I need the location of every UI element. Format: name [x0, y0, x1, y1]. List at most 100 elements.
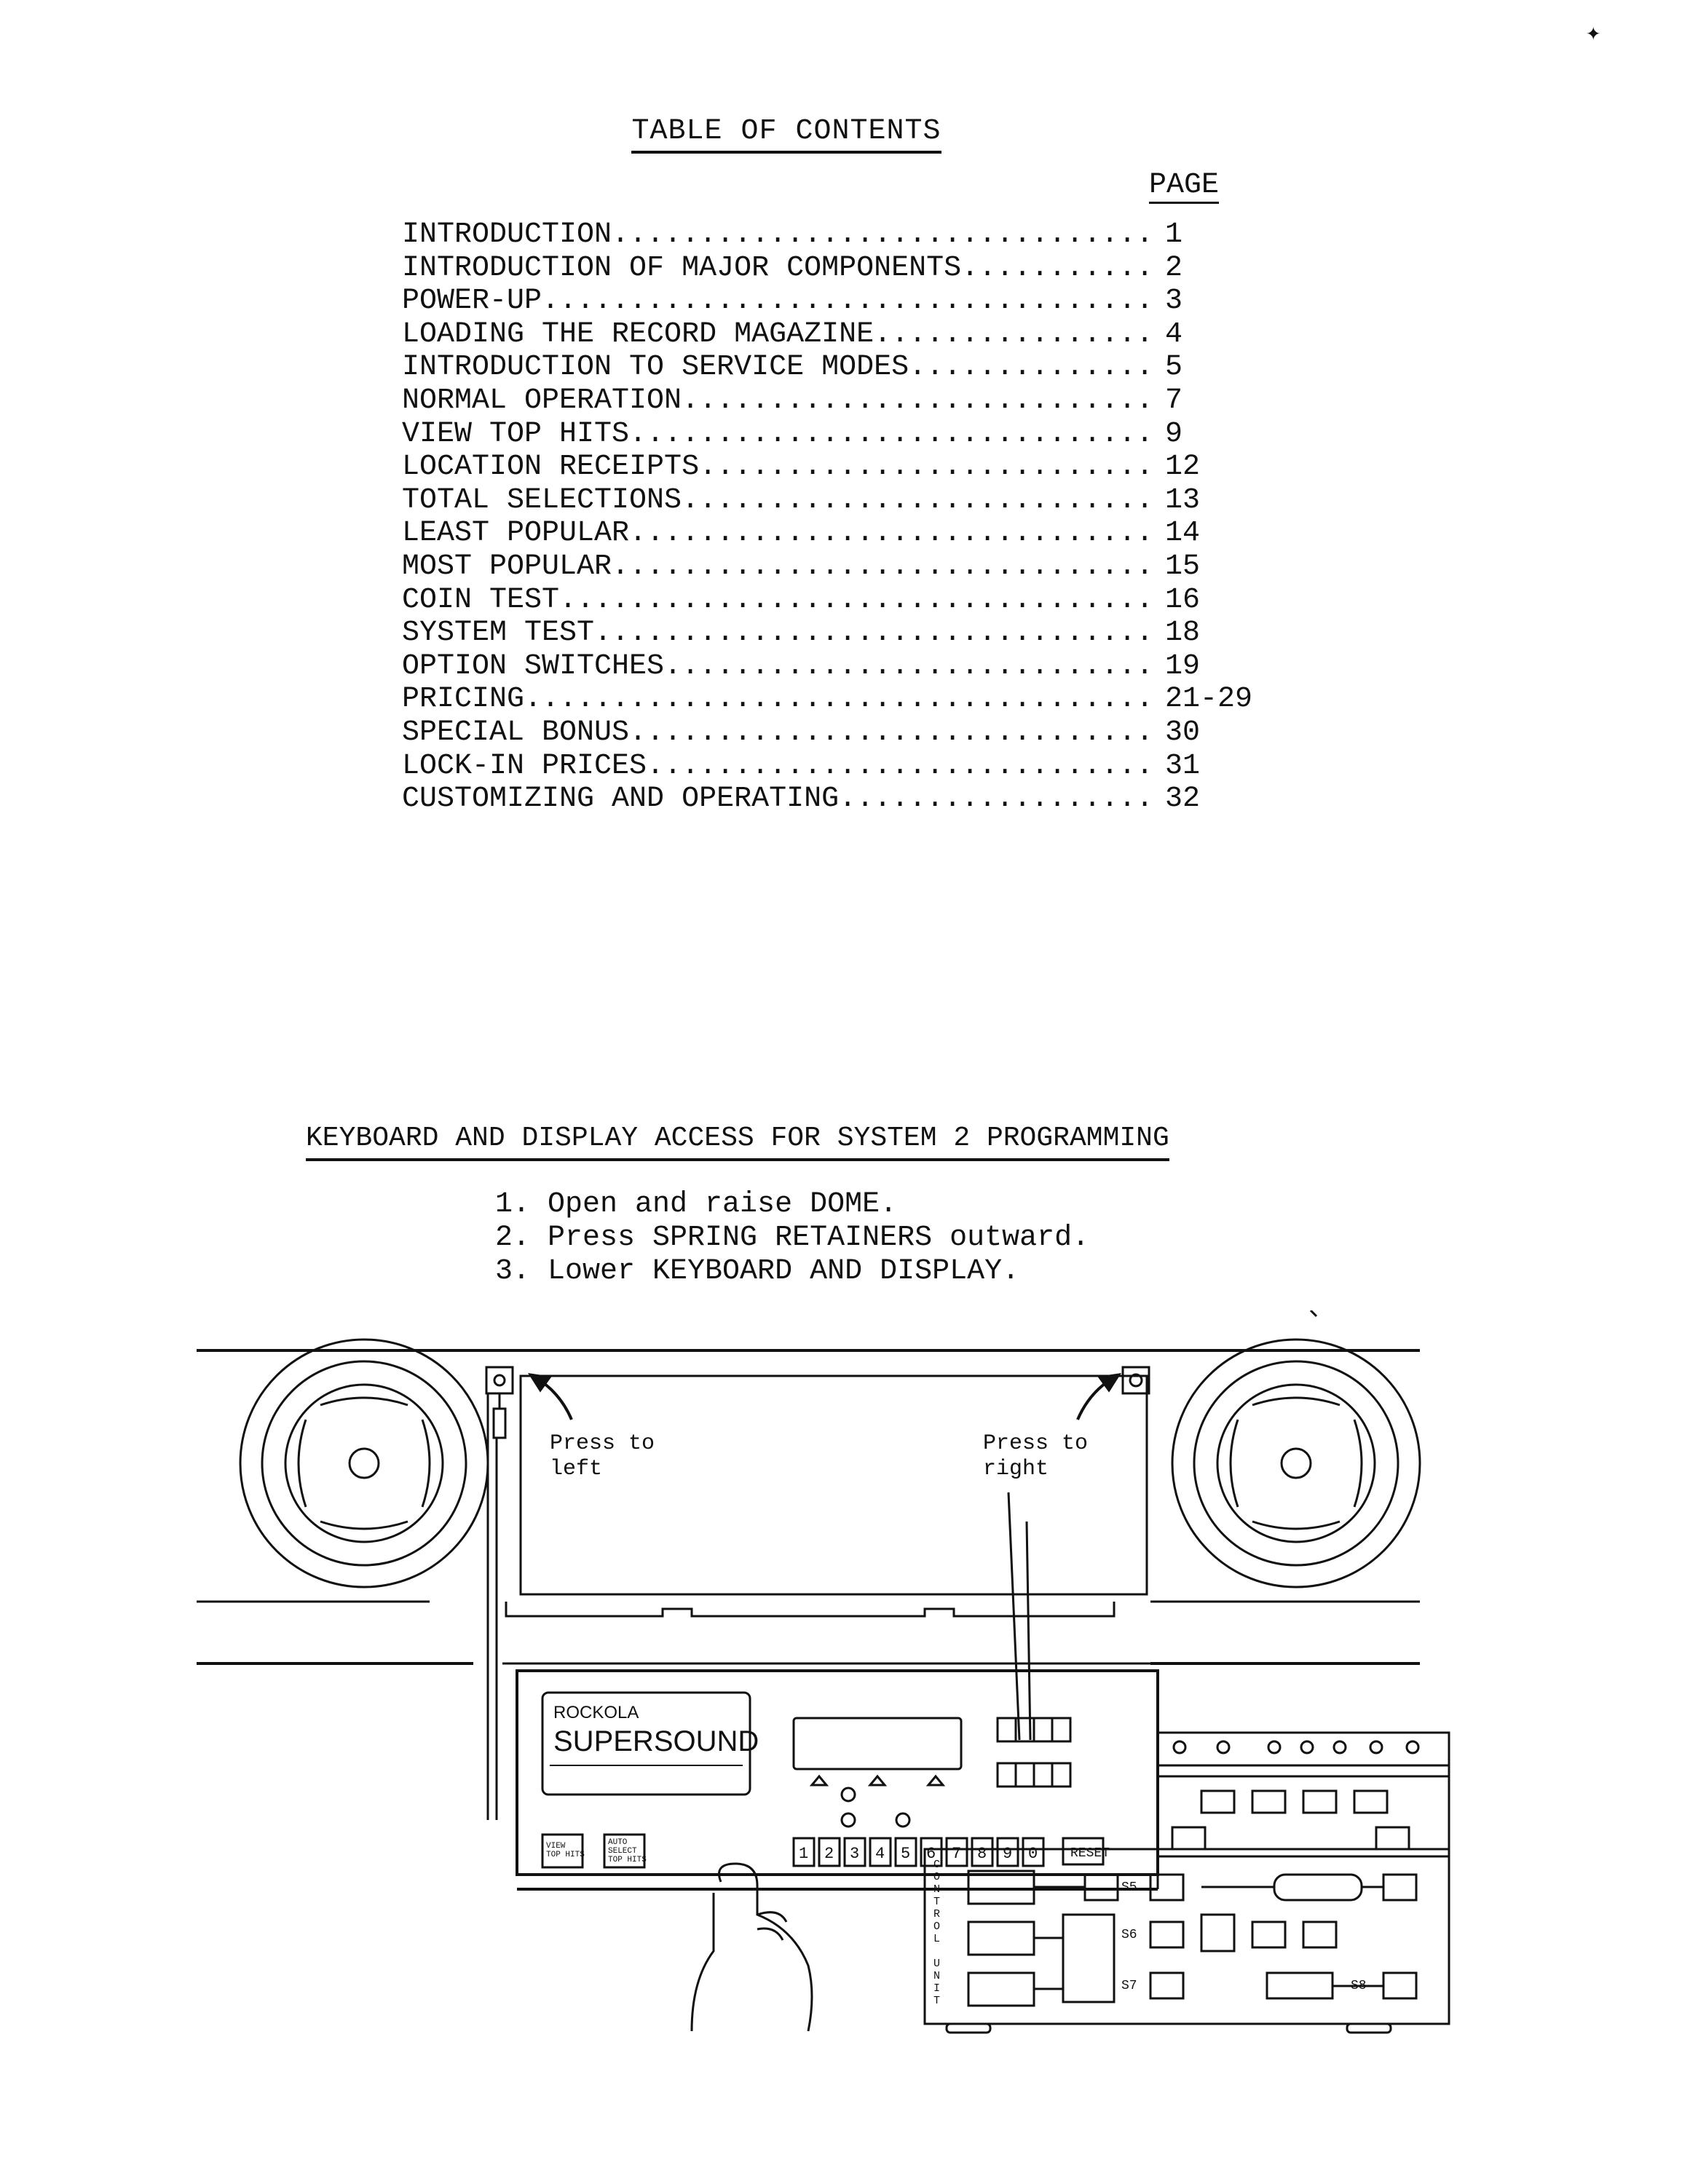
toc-page-number: 18: [1165, 617, 1201, 650]
control-unit-letter: N: [933, 1883, 940, 1896]
control-unit-letter: N: [933, 1970, 940, 1982]
digit-key: [971, 1837, 994, 1867]
svg-text:S7: S7: [1121, 1979, 1137, 1993]
toc-leader-dots: INTRODUCTION............................…: [402, 218, 1152, 251]
toc-page-number: 19: [1165, 649, 1201, 683]
toc-leader-dots: PRICING.................................…: [402, 683, 1152, 716]
digit-key-label: 8: [977, 1845, 987, 1863]
auto-key-label: AUTO: [608, 1838, 628, 1847]
svg-text:right: right: [983, 1457, 1049, 1481]
control-unit-letter: O: [933, 1920, 940, 1933]
digit-key-label: 5: [901, 1845, 910, 1863]
toc-leader-dots: MOST POPULAR............................…: [402, 550, 1152, 583]
toc-page-number: 1: [1165, 218, 1183, 251]
toc-page-number: 31: [1165, 749, 1201, 783]
corner-mark: ✦: [1586, 20, 1601, 48]
auto-key-label: SELECT: [608, 1847, 637, 1856]
toc-leader-dots: SYSTEM TEST.............................…: [402, 617, 1152, 650]
digit-key-label: 9: [1003, 1845, 1012, 1863]
toc-page-number: 13: [1165, 483, 1201, 517]
digit-key-label: 1: [799, 1845, 808, 1863]
toc-title: TABLE OF CONTENTS: [0, 115, 1573, 154]
svg-text:S8: S8: [1351, 1979, 1367, 1993]
control-unit-letter: L: [933, 1933, 940, 1945]
svg-text:left: left: [550, 1457, 602, 1481]
toc-page-number: 5: [1165, 351, 1183, 384]
step-1: 1. Open and raise DOME.: [495, 1188, 898, 1221]
toc-entry: COIN TEST...............................…: [402, 584, 1276, 617]
digit-key: [996, 1837, 1019, 1867]
left-spring-retainer: [485, 1366, 514, 1395]
toc-entry: SYSTEM TEST.............................…: [402, 617, 1276, 650]
toc-leader-dots: LEAST POPULAR...........................…: [402, 517, 1152, 550]
digit-key: [818, 1837, 841, 1867]
svg-text:S5: S5: [1121, 1880, 1137, 1895]
left-speaker: [239, 1338, 489, 1588]
toc-entry: OPTION SWITCHES.........................…: [402, 650, 1276, 684]
control-unit-letter: C: [933, 1859, 940, 1871]
toc-leader-dots: LOCATION RECEIPTS.......................…: [402, 451, 1152, 484]
digit-key-label: 3: [850, 1845, 859, 1863]
svg-text:S6: S6: [1121, 1928, 1137, 1942]
toc-leader-dots: INTRODUCTION TO SERVICE MODES...........…: [402, 351, 1152, 384]
toc-page-number: 16: [1165, 583, 1201, 617]
digit-key-label: 4: [875, 1845, 885, 1863]
toc-entry: TOTAL SELECTIONS........................…: [402, 484, 1276, 518]
toc-page-number: 14: [1165, 517, 1201, 550]
toc-entry: LOADING THE RECORD MAGAZINE.............…: [402, 318, 1276, 352]
toc-entry: PRICING.................................…: [402, 683, 1276, 716]
auto-select-key: [603, 1833, 646, 1869]
toc-entry: INTRODUCTION OF MAJOR COMPONENTS........…: [402, 252, 1276, 285]
step-3: 3. Lower KEYBOARD AND DISPLAY.: [495, 1255, 1020, 1288]
toc-entry: SPECIAL BONUS...........................…: [402, 716, 1276, 750]
toc-leader-dots: POWER-UP................................…: [402, 285, 1152, 318]
control-unit-letter: U: [933, 1958, 940, 1970]
toc-entry: MOST POPULAR............................…: [402, 550, 1276, 584]
toc-entry: LOCK-IN PRICES..........................…: [402, 750, 1276, 783]
toc-page-number: 12: [1165, 451, 1201, 484]
toc-entry: CUSTOMIZING AND OPERATING...............…: [402, 783, 1276, 816]
toc-leader-dots: TOTAL SELECTIONS........................…: [402, 483, 1152, 517]
toc-leader-dots: OPTION SWITCHES.........................…: [402, 649, 1152, 683]
toc-leader-dots: INTRODUCTION OF MAJOR COMPONENTS........…: [402, 251, 1152, 285]
auto-key-label: TOP HITS: [608, 1856, 647, 1864]
digit-key: [920, 1837, 943, 1867]
toc-entry: POWER-UP................................…: [402, 285, 1276, 318]
toc-entry: LEAST POPULAR...........................…: [402, 517, 1276, 550]
svg-text:ROCKOLA: ROCKOLA: [553, 1703, 639, 1722]
toc-leader-dots: VIEW TOP HITS...........................…: [402, 417, 1152, 451]
control-unit-letter: T: [933, 1896, 940, 1908]
toc-page-number: 30: [1165, 716, 1201, 749]
toc-page-number: 2: [1165, 251, 1183, 285]
digit-key: [1022, 1837, 1045, 1867]
toc-page-number: 32: [1165, 783, 1201, 816]
toc-entry: LOCATION RECEIPTS.......................…: [402, 451, 1276, 484]
toc-page-number: 9: [1165, 417, 1183, 451]
svg-text:SUPERSOUND: SUPERSOUND: [553, 1725, 759, 1757]
digit-key: [894, 1837, 917, 1867]
toc-entry: NORMAL OPERATION........................…: [402, 384, 1276, 418]
digit-key-label: 7: [952, 1845, 961, 1863]
reset-key: [1062, 1837, 1105, 1866]
control-unit-letter: I: [933, 1982, 940, 1995]
toc-leader-dots: CUSTOMIZING AND OPERATING...............…: [402, 783, 1152, 816]
toc-page-number: 4: [1165, 317, 1183, 351]
toc-leader-dots: SPECIAL BONUS...........................…: [402, 716, 1152, 749]
toc-leader-dots: LOCK-IN PRICES..........................…: [402, 749, 1152, 783]
toc-leader-dots: COIN TEST...............................…: [402, 583, 1152, 617]
digit-key: [869, 1837, 892, 1867]
jukebox-diagram: Press to left Press to right ROCKOLA SUP…: [182, 1309, 1464, 2038]
control-unit-letter: T: [933, 1995, 940, 2007]
digit-key: [792, 1837, 816, 1867]
digit-key: [945, 1837, 968, 1867]
toc-page-number: 21-29: [1165, 683, 1253, 716]
toc-entry: INTRODUCTION TO SERVICE MODES...........…: [402, 351, 1276, 384]
page-column-header: PAGE: [1149, 169, 1220, 204]
toc-entry: INTRODUCTION............................…: [402, 218, 1276, 252]
right-speaker: [1171, 1338, 1421, 1588]
toc-leader-dots: NORMAL OPERATION........................…: [402, 384, 1152, 417]
view-top-hits-key: [541, 1833, 584, 1869]
right-spring-retainer: [1121, 1366, 1150, 1395]
control-unit-letter: R: [933, 1908, 940, 1920]
